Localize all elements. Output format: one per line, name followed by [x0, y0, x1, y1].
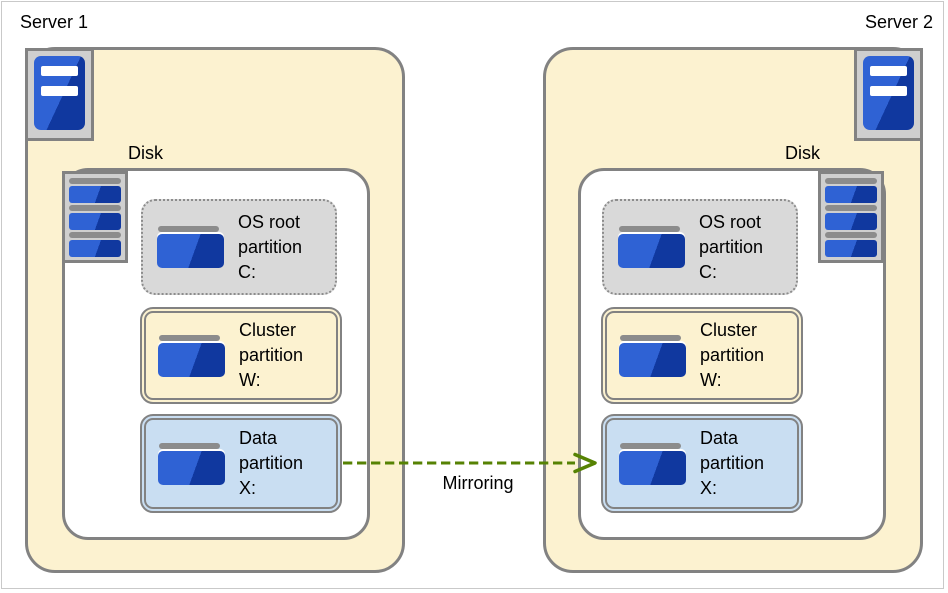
partition-disk-icon [618, 226, 685, 268]
server2-label: Server 2 [864, 12, 933, 32]
disk-stack-icon [62, 171, 128, 263]
partition-label: Cluster partition W: [700, 320, 765, 390]
server1-cluster-partition: Cluster partition W: [140, 307, 342, 404]
mirroring-arrow-icon [343, 452, 597, 474]
partition-disk-body [619, 450, 686, 485]
partition-disk-icon [158, 442, 225, 485]
partition-disk-cap [159, 334, 220, 341]
disk-stack-platter [825, 240, 877, 257]
partition-label: Data partition X: [239, 428, 304, 498]
server2-cluster-partition: Cluster partition W: [601, 307, 803, 404]
disk-stack-bar [69, 232, 121, 238]
partition-label: OS root partition C: [238, 211, 303, 282]
server-tower-icon [25, 48, 94, 141]
disk-stack-platter [825, 213, 877, 230]
disk-stack-platter [69, 213, 121, 230]
server1-label: Server 1 [20, 12, 89, 32]
disk-stack-bar [825, 205, 877, 211]
server-tower-body [863, 56, 914, 130]
partition-disk-body [157, 234, 224, 268]
disk-stack-platter [69, 240, 121, 257]
partition-disk-icon [619, 334, 686, 377]
disk-stack-bar [825, 178, 877, 184]
partition-label: OS root partition C: [699, 211, 764, 282]
disk-stack-bar [69, 178, 121, 184]
partition-disk-cap [620, 334, 681, 341]
partition-label: Cluster partition W: [239, 320, 304, 390]
server-drive-bay [41, 86, 78, 96]
partition-disk-icon [158, 334, 225, 377]
partition-disk-cap [619, 226, 680, 232]
partition-disk-body [619, 342, 686, 377]
partition-disk-cap [158, 226, 219, 232]
disk-stack-icon [818, 171, 884, 263]
partition-disk-body [158, 450, 225, 485]
partition-disk-body [158, 342, 225, 377]
disk-stack-platter [825, 186, 877, 203]
partition-disk-icon [619, 442, 686, 485]
partition-disk-icon [157, 226, 224, 268]
disk-stack-bar [69, 205, 121, 211]
server2-disk-label: Disk [785, 143, 820, 163]
server2-os-root-partition: OS root partition C: [602, 199, 798, 295]
partition-disk-cap [159, 442, 220, 449]
disk-stack-platter [69, 186, 121, 203]
server1-os-root-partition: OS root partition C: [141, 199, 337, 295]
server-drive-bay [870, 86, 907, 96]
partition-label: Data partition X: [700, 428, 765, 498]
server-drive-bay [41, 66, 78, 76]
server2-data-partition: Data partition X: [601, 414, 803, 513]
server1-disk-label: Disk [128, 143, 163, 163]
server1-data-partition: Data partition X: [140, 414, 342, 513]
partition-disk-body [618, 234, 685, 268]
disk-stack-bar [825, 232, 877, 238]
server-drive-bay [870, 66, 907, 76]
mirroring-label: Mirroring [442, 473, 514, 493]
server-tower-icon [854, 48, 923, 141]
partition-disk-cap [620, 442, 681, 449]
server-tower-body [34, 56, 85, 130]
